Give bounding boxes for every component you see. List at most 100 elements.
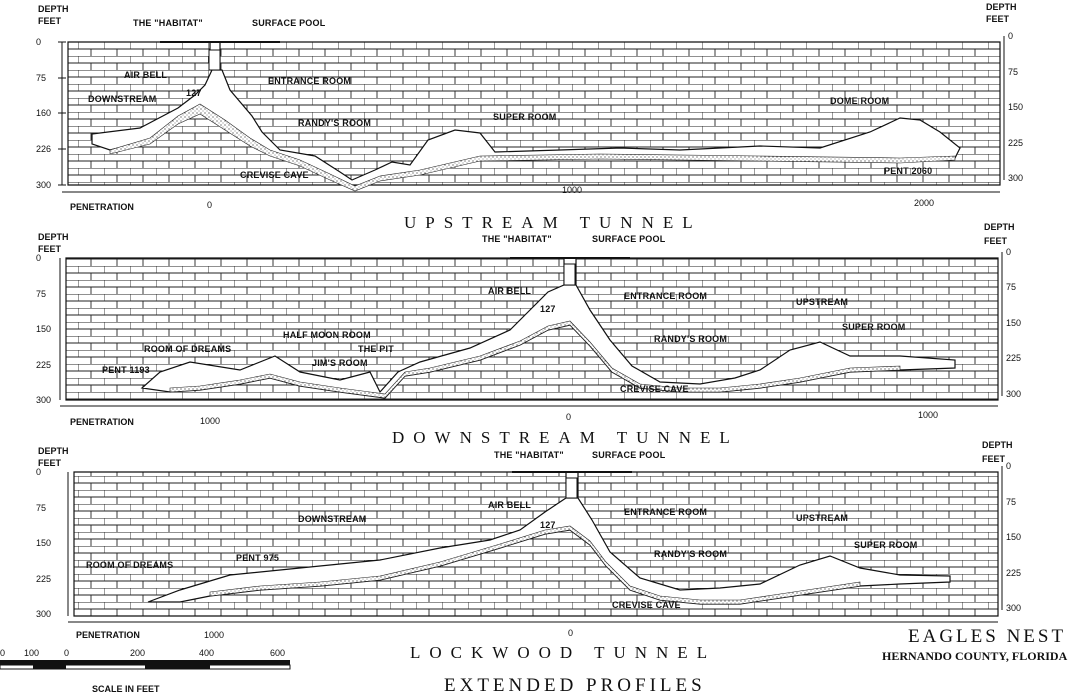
label-super-room-1: SUPER ROOM <box>493 112 557 122</box>
label-127-2: 127 <box>540 304 556 314</box>
feet-label-right-1: FEET <box>986 14 1010 24</box>
scale-tick-4: 400 <box>199 648 214 658</box>
label-room-of-dreams-2: ROOM OF DREAMS <box>144 344 231 354</box>
label-pent-3: PENT 975 <box>236 553 279 563</box>
label-crevise-cave-3: CREVISE CAVE <box>612 600 681 610</box>
label-surface-pool-1: SURFACE POOL <box>252 18 326 28</box>
label-the-pit-2: THE PIT <box>358 344 394 354</box>
tick-right-1-2: 150 <box>1008 102 1023 112</box>
label-entrance-room-3: ENTRANCE ROOM <box>624 507 707 517</box>
tick-right-2-4: 300 <box>1006 389 1021 399</box>
habitat-marker-3 <box>565 477 578 499</box>
depth-axis-left-3: 0 75 150 225 300 <box>36 467 69 619</box>
label-surface-pool-2: SURFACE POOL <box>592 234 666 244</box>
tick-right-1-1: 75 <box>1008 67 1018 77</box>
label-downstream-3: DOWNSTREAM <box>298 514 367 524</box>
label-downstream-1: DOWNSTREAM <box>88 94 157 104</box>
pen-tick-2-0: 1000 <box>200 416 220 426</box>
depth-axis-right-3: 0 75 150 225 300 <box>1001 461 1021 613</box>
label-dome-room-1: DOME ROOM <box>830 96 889 106</box>
label-127-1: 127 <box>186 88 202 98</box>
title-lockwood-tunnel: LOCKWOOD TUNNEL <box>410 643 716 662</box>
depth-label-right-1: DEPTH <box>986 2 1017 12</box>
feet-label-left-2: FEET <box>38 244 62 254</box>
pen-tick-3-1: 0 <box>568 628 573 638</box>
label-air-bell-2: AIR BELL <box>488 286 531 296</box>
tick-left-1-3: 226 <box>36 144 51 154</box>
label-crevise-cave-2: CREVISE CAVE <box>620 384 689 394</box>
tick-right-2-3: 225 <box>1006 353 1021 363</box>
label-habitat-1: THE "HABITAT" <box>133 18 203 28</box>
footer-title: EXTENDED PROFILES <box>444 675 706 696</box>
scale-tick-2: 0 <box>64 648 69 658</box>
tick-right-2-1: 75 <box>1006 282 1016 292</box>
penetration-label-3: PENETRATION <box>76 630 140 640</box>
tick-left-2-3: 225 <box>36 360 51 370</box>
depth-label-left-1: DEPTH <box>38 4 69 14</box>
label-habitat-3: THE "HABITAT" <box>494 450 564 460</box>
tick-left-2-0: 0 <box>36 253 41 263</box>
penetration-label-2: PENETRATION <box>70 417 134 427</box>
title-upstream-tunnel: UPSTREAM TUNNEL <box>404 213 702 232</box>
scale-tick-1: 100 <box>24 648 39 658</box>
scale-tick-0: 0 <box>0 648 5 658</box>
label-pent-2: PENT 1193 <box>102 365 150 375</box>
depth-axis-right-2: 0 75 150 225 300 <box>1001 247 1021 399</box>
sediment-lockwood <box>209 525 861 605</box>
label-randys-room-2: RANDY'S ROOM <box>654 334 727 344</box>
pen-tick-1-0: 0 <box>207 200 212 210</box>
tick-left-2-1: 75 <box>36 289 46 299</box>
tick-right-2-0: 0 <box>1006 247 1011 257</box>
scale-bar: 0 100 0 200 400 600 SCALE IN FEET <box>0 648 291 694</box>
label-super-room-3: SUPER ROOM <box>854 540 918 550</box>
scale-label: SCALE IN FEET <box>92 684 160 694</box>
scale-tick-3: 200 <box>130 648 145 658</box>
sediment-downstream <box>169 320 901 399</box>
label-air-bell-1: AIR BELL <box>124 70 167 80</box>
tick-left-1-1: 75 <box>36 73 46 83</box>
pen-tick-3-0: 1000 <box>204 630 224 640</box>
panel-upstream: DEPTH FEET DEPTH FEET 0 75 160 226 300 0… <box>36 2 1023 232</box>
label-air-bell-3: AIR BELL <box>488 500 531 510</box>
tick-right-3-3: 225 <box>1006 568 1021 578</box>
tick-left-2-4: 300 <box>36 395 51 405</box>
label-jims-room-2: JIM'S ROOM <box>312 358 368 368</box>
tick-right-3-1: 75 <box>1006 497 1016 507</box>
penetration-label-1: PENETRATION <box>70 202 134 212</box>
label-upstream-2: UPSTREAM <box>796 297 848 307</box>
tick-right-1-0: 0 <box>1008 31 1013 41</box>
tick-left-1-2: 160 <box>36 108 51 118</box>
scale-tick-5: 600 <box>270 648 285 658</box>
tick-right-3-4: 300 <box>1006 603 1021 613</box>
sediment-upstream <box>109 103 956 192</box>
pen-tick-1-2: 2000 <box>914 198 934 208</box>
depth-axis-left-2: 0 75 150 225 300 <box>36 253 61 405</box>
title-downstream-tunnel: DOWNSTREAM TUNNEL <box>392 428 739 447</box>
panel-downstream: DEPTH FEET DEPTH FEET 0 75 150 225 300 0… <box>36 222 1021 447</box>
feet-label-left-1: FEET <box>38 16 62 26</box>
habitat-marker-2 <box>563 263 576 286</box>
pen-tick-1-1: 1000 <box>562 185 582 195</box>
label-surface-pool-3: SURFACE POOL <box>592 450 666 460</box>
depth-label-left-2: DEPTH <box>38 232 69 242</box>
pen-tick-2-2: 1000 <box>918 410 938 420</box>
label-crevise-cave-1: CREVISE CAVE <box>240 170 309 180</box>
label-super-room-2: SUPER ROOM <box>842 322 906 332</box>
label-room-of-dreams-3: ROOM OF DREAMS <box>86 560 173 570</box>
label-entrance-room-2: ENTRANCE ROOM <box>624 291 707 301</box>
tick-right-3-0: 0 <box>1006 461 1011 471</box>
tick-left-3-2: 150 <box>36 538 51 548</box>
label-entrance-room-1: ENTRANCE ROOM <box>268 76 351 86</box>
tick-left-3-0: 0 <box>36 467 41 477</box>
panel-lockwood: DEPTH FEET DEPTH FEET 0 75 150 225 300 0… <box>36 440 1021 662</box>
feet-label-left-3: FEET <box>38 458 62 468</box>
site-name: EAGLES NEST <box>908 626 1066 647</box>
site-location: HERNANDO COUNTY, FLORIDA <box>882 649 1068 663</box>
tick-right-2-2: 150 <box>1006 318 1021 328</box>
tick-right-3-2: 150 <box>1006 532 1021 542</box>
depth-axis-right-1: 0 75 150 225 300 <box>1003 31 1023 183</box>
label-upstream-3: UPSTREAM <box>796 513 848 523</box>
label-randys-room-1: RANDY'S ROOM <box>298 118 371 128</box>
label-127-3: 127 <box>540 520 556 530</box>
